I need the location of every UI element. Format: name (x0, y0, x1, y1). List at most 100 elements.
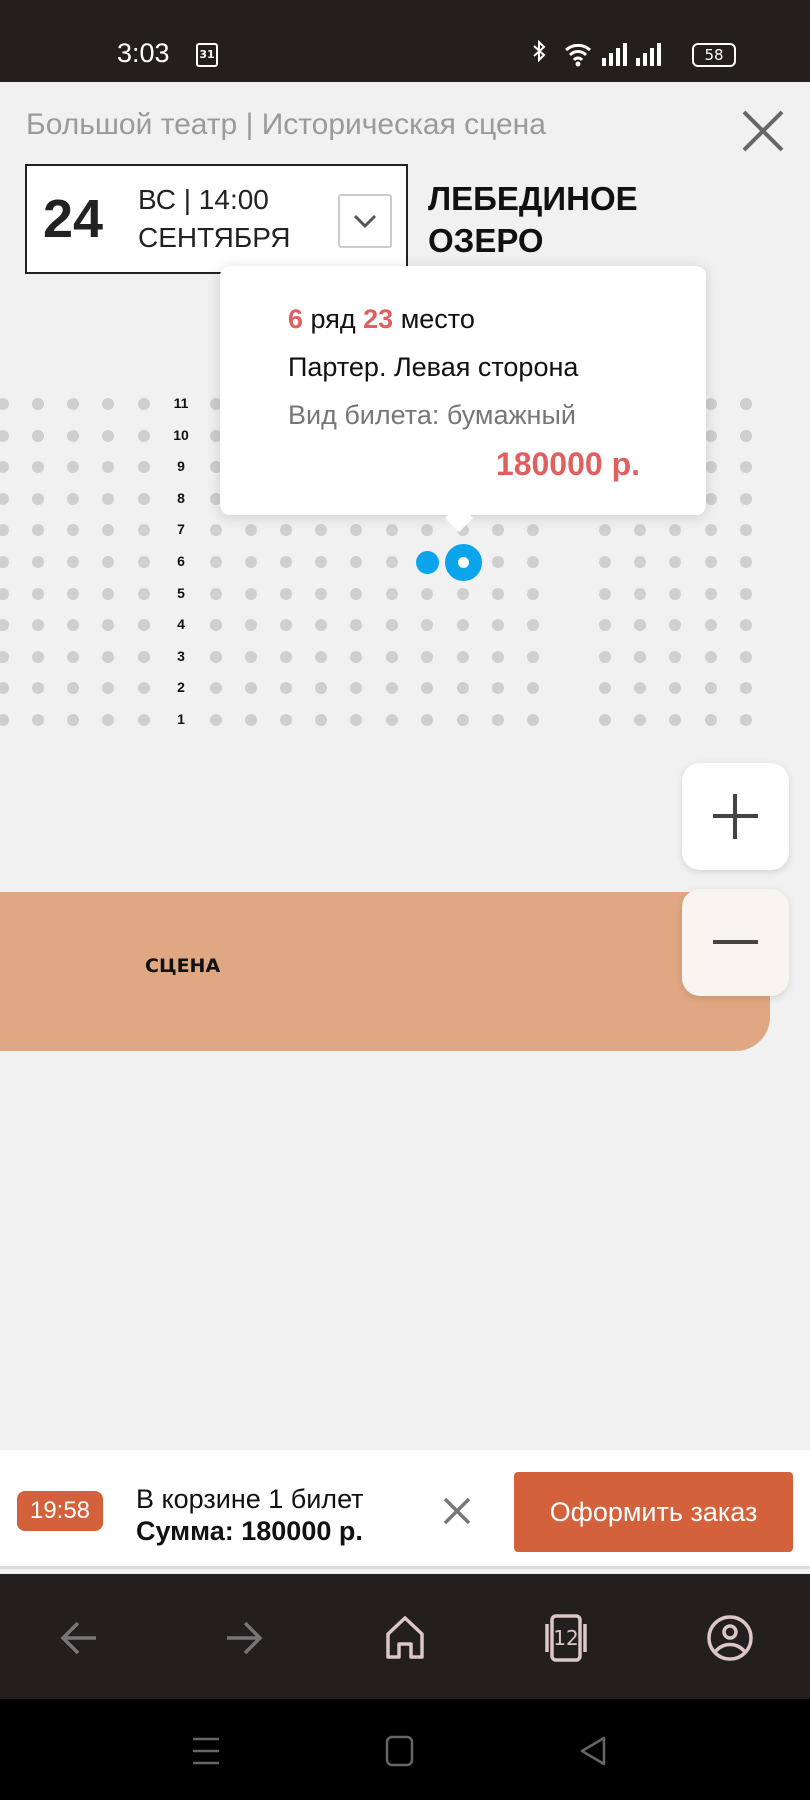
home-system-button[interactable] (384, 1735, 416, 1767)
seat[interactable] (457, 682, 469, 695)
seat[interactable] (67, 556, 79, 568)
seat[interactable] (386, 714, 398, 726)
seat[interactable] (457, 619, 469, 632)
seat[interactable] (386, 682, 398, 695)
seat[interactable] (350, 587, 362, 600)
seat[interactable] (740, 714, 752, 726)
seat[interactable] (599, 524, 611, 537)
seat[interactable] (386, 556, 398, 568)
seat[interactable] (210, 524, 222, 537)
date-dropdown-button[interactable] (338, 194, 392, 248)
seat[interactable] (350, 556, 362, 568)
zoom-out-button[interactable] (682, 889, 789, 996)
seat[interactable] (350, 714, 362, 726)
seat[interactable] (0, 682, 9, 695)
seat[interactable] (634, 556, 646, 568)
seat[interactable] (492, 524, 504, 537)
seat[interactable] (350, 650, 362, 663)
date-selector[interactable]: 24 ВС | 14:00 СЕНТЯБРЯ (25, 164, 408, 274)
seat[interactable] (245, 524, 257, 537)
seat[interactable] (102, 714, 114, 726)
seat[interactable] (421, 682, 433, 695)
seat[interactable] (210, 714, 222, 726)
seat[interactable] (599, 682, 611, 695)
seat[interactable] (386, 587, 398, 600)
seat[interactable] (0, 714, 9, 726)
seat[interactable] (210, 619, 222, 632)
seat[interactable] (492, 682, 504, 695)
seat[interactable] (280, 587, 292, 600)
seat[interactable] (457, 587, 469, 600)
seat[interactable] (599, 619, 611, 632)
seat[interactable] (421, 619, 433, 632)
seat[interactable] (210, 429, 222, 442)
seat[interactable] (740, 429, 752, 442)
profile-button[interactable] (702, 1610, 758, 1666)
seat[interactable] (527, 619, 539, 632)
seat[interactable] (32, 714, 44, 726)
seat[interactable] (210, 492, 222, 505)
seat[interactable] (599, 650, 611, 663)
seat[interactable] (634, 524, 646, 537)
seat[interactable] (138, 619, 150, 632)
seat[interactable] (740, 556, 752, 568)
seat[interactable] (669, 650, 681, 663)
seat[interactable] (32, 398, 44, 410)
seat[interactable] (280, 682, 292, 695)
seat[interactable] (32, 587, 44, 600)
seat[interactable] (527, 587, 539, 600)
forward-button[interactable] (215, 1610, 271, 1666)
seat[interactable] (0, 524, 9, 537)
seat[interactable] (210, 587, 222, 600)
back-button[interactable] (52, 1610, 108, 1666)
seat[interactable] (280, 619, 292, 632)
seat[interactable] (280, 650, 292, 663)
seat[interactable] (705, 461, 717, 474)
seat[interactable] (492, 556, 504, 568)
seat[interactable] (245, 556, 257, 568)
seat[interactable] (102, 619, 114, 632)
seat[interactable] (32, 682, 44, 695)
seat[interactable] (350, 619, 362, 632)
seat[interactable] (350, 524, 362, 537)
seat[interactable] (740, 587, 752, 600)
seat-selected[interactable] (444, 543, 482, 581)
zoom-in-button[interactable] (682, 763, 789, 870)
seat[interactable] (457, 650, 469, 663)
seat[interactable] (599, 587, 611, 600)
seat[interactable] (32, 556, 44, 568)
seat[interactable] (740, 650, 752, 663)
seat[interactable] (210, 461, 222, 474)
seat[interactable] (315, 556, 327, 568)
seat[interactable] (102, 682, 114, 695)
seat[interactable] (705, 524, 717, 537)
seat[interactable] (32, 461, 44, 474)
seat[interactable] (705, 714, 717, 726)
seat[interactable] (245, 587, 257, 600)
seat[interactable] (67, 524, 79, 537)
seat[interactable] (0, 429, 9, 442)
seat[interactable] (457, 714, 469, 726)
seat[interactable] (102, 461, 114, 474)
seat[interactable] (315, 714, 327, 726)
seat[interactable] (0, 461, 9, 474)
seat-selected[interactable] (415, 550, 439, 574)
seat[interactable] (705, 619, 717, 632)
seat[interactable] (492, 587, 504, 600)
seat[interactable] (102, 650, 114, 663)
seat[interactable] (138, 492, 150, 505)
seat[interactable] (315, 682, 327, 695)
seat[interactable] (527, 524, 539, 537)
seat[interactable] (67, 492, 79, 505)
seat[interactable] (492, 650, 504, 663)
seat[interactable] (740, 398, 752, 410)
seat[interactable] (669, 587, 681, 600)
seat[interactable] (67, 461, 79, 474)
seat[interactable] (67, 398, 79, 410)
seat[interactable] (740, 682, 752, 695)
seat[interactable] (102, 587, 114, 600)
seat[interactable] (669, 682, 681, 695)
seat[interactable] (599, 556, 611, 568)
clear-cart-button[interactable] (440, 1494, 474, 1528)
seat[interactable] (705, 682, 717, 695)
